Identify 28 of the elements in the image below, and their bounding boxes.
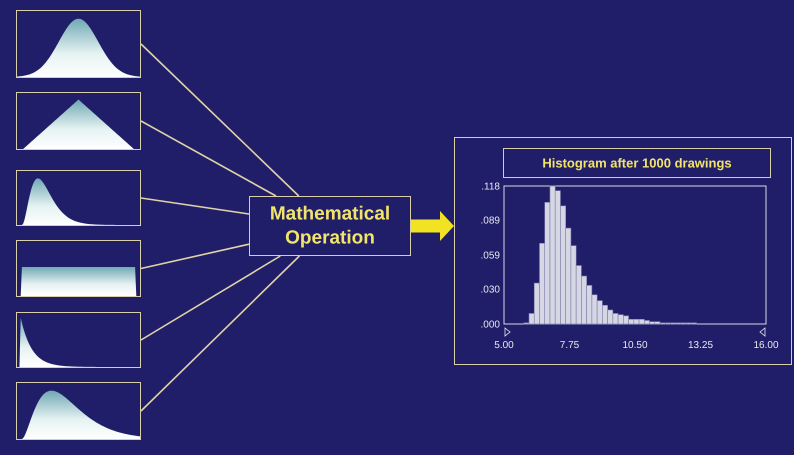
connector-line [140, 120, 276, 197]
connector-line [140, 197, 250, 215]
label-box [249, 196, 411, 256]
distribution-plot-drawing [16, 170, 141, 226]
x-tick-label: 5.00 [494, 340, 514, 351]
x-tick-label: 10.50 [622, 340, 648, 351]
distribution-plot-drawing [16, 92, 141, 150]
y-tick-label: .030 [480, 284, 500, 296]
x-tick-label: 7.75 [560, 340, 580, 351]
y-tick-label: .059 [480, 250, 500, 262]
distribution-plot-drawing [16, 10, 141, 78]
chart-title: Histogram after 1000 drawings [541, 156, 733, 170]
chart-panel [454, 137, 792, 365]
y-tick-label: .000 [480, 320, 500, 330]
x-tick-label: 16.00 [753, 340, 779, 351]
distribution-plot-drawing [16, 240, 141, 297]
operation-label: Mathematical Operation [268, 202, 392, 250]
connector-line [140, 243, 250, 270]
y-tick-label: .089 [480, 215, 500, 226]
block-arrow [411, 211, 454, 241]
x-tick-label: 13.25 [688, 340, 714, 351]
label-box [503, 148, 771, 178]
connector-line [140, 43, 300, 197]
distribution-plot-drawing [16, 312, 141, 368]
distribution-plot-drawing [16, 382, 141, 440]
connector-line [140, 255, 300, 412]
y-tick-label: .118 [481, 182, 500, 192]
connector-line [140, 255, 281, 341]
